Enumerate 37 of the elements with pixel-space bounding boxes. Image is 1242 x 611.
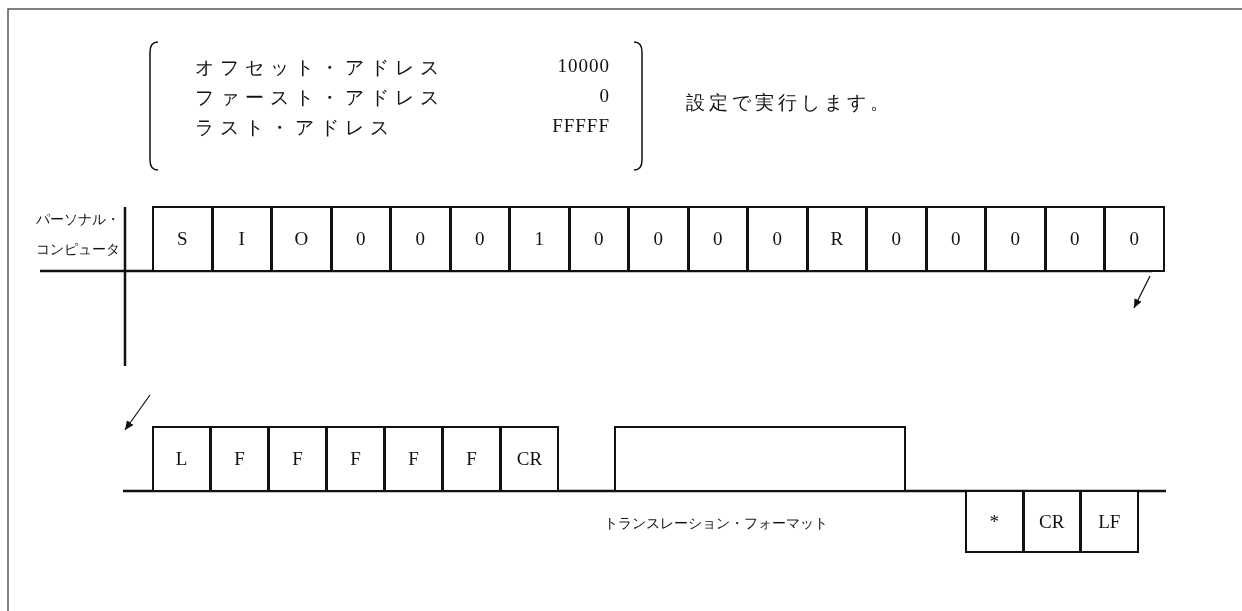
field-name: ファースト・アドレス [195, 86, 445, 110]
character-cell: 0 [1044, 206, 1105, 272]
field-caption: トランスレーション・フォーマット [604, 515, 828, 533]
character-cell: S [152, 206, 213, 272]
character-cell: R [806, 206, 867, 272]
character-cell: CR [1022, 490, 1081, 553]
character-cell: F [384, 426, 443, 492]
character-cell: L [152, 426, 211, 492]
field-value: 0 [598, 85, 610, 107]
character-cell: * [965, 490, 1024, 553]
character-cell: F [326, 426, 385, 492]
character-cell: 0 [568, 206, 629, 272]
character-cell: O [271, 206, 332, 272]
character-cell: 0 [390, 206, 451, 272]
character-cell: 0 [985, 206, 1046, 272]
character-cell: 0 [747, 206, 808, 272]
character-cell: 0 [330, 206, 391, 272]
character-cell: F [210, 426, 269, 492]
character-cell: 1 [509, 206, 570, 272]
character-cell: 0 [925, 206, 986, 272]
field-name: ラスト・アドレス [195, 116, 395, 140]
field-value: 10000 [556, 55, 610, 77]
empty-field-box [614, 426, 906, 492]
field-name: オフセット・アドレス [195, 56, 445, 80]
note-text: 設定で実行します。 [686, 91, 893, 115]
character-cell: CR [500, 426, 559, 492]
character-cell: 0 [866, 206, 927, 272]
field-value: FFFFF [551, 115, 610, 137]
character-cell: I [211, 206, 272, 272]
row-label: パーソナル・コンピュータ [36, 211, 121, 259]
character-cell: LF [1080, 490, 1139, 553]
character-cell: F [268, 426, 327, 492]
character-cell: 0 [449, 206, 510, 272]
character-cell: 0 [687, 206, 748, 272]
character-cell: 0 [628, 206, 689, 272]
character-cell: F [442, 426, 501, 492]
character-cell: 0 [1104, 206, 1165, 272]
